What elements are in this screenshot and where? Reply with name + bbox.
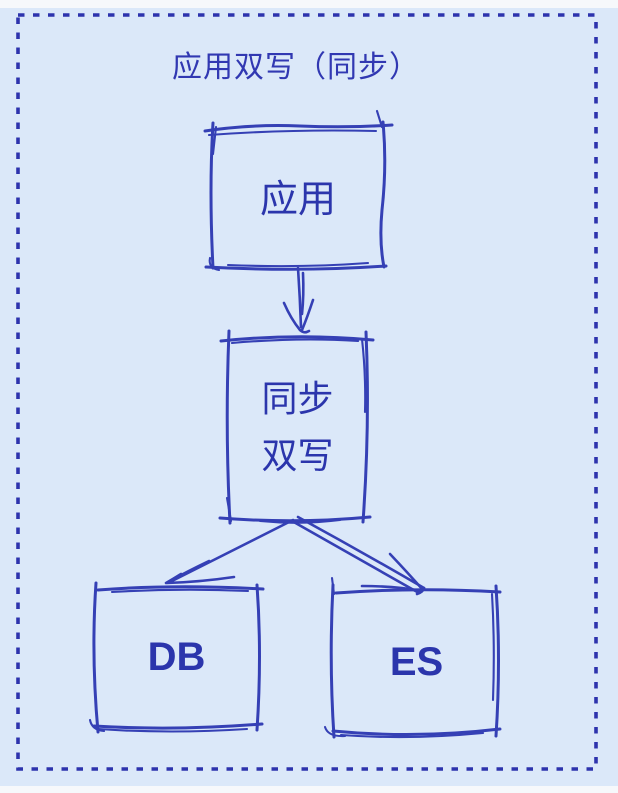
node-app-label: 应用 bbox=[259, 179, 336, 221]
node-db-box bbox=[88, 581, 265, 734]
node-db-label: DB bbox=[147, 634, 206, 679]
diagram-title: 应用双写（同步） bbox=[172, 51, 420, 84]
diagram-panel bbox=[0, 8, 618, 786]
node-es-box bbox=[323, 576, 502, 739]
node-sync-label-line2: 双写 bbox=[261, 435, 334, 476]
arrow-app-to-sync bbox=[282, 266, 315, 334]
arrow-sync-to-db bbox=[164, 518, 295, 585]
dashed-border bbox=[16, 13, 598, 771]
node-sync-box bbox=[218, 329, 375, 525]
arrow-sync-to-es bbox=[290, 515, 426, 596]
node-sync-label: 同步 双写 bbox=[228, 337, 367, 519]
node-es-label: ES bbox=[389, 639, 444, 684]
node-sync-label-line1: 同步 bbox=[261, 378, 334, 420]
